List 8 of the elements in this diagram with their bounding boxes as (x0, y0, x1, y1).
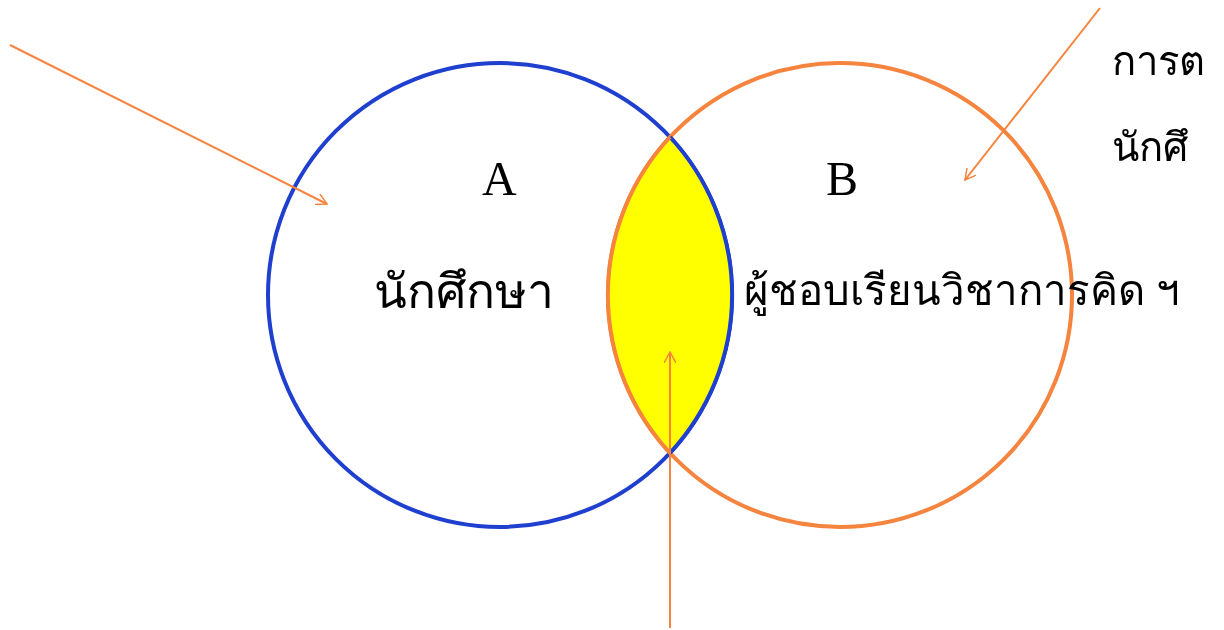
set-label: นักศึกษา (374, 266, 554, 319)
label-text: นักศึ (1112, 126, 1188, 170)
label-text: การต (1112, 40, 1205, 84)
arrow (663, 351, 677, 629)
set-letter: B (826, 153, 858, 206)
arrow (9, 44, 328, 206)
set-letter: A (482, 153, 517, 206)
arrow (964, 7, 1101, 181)
